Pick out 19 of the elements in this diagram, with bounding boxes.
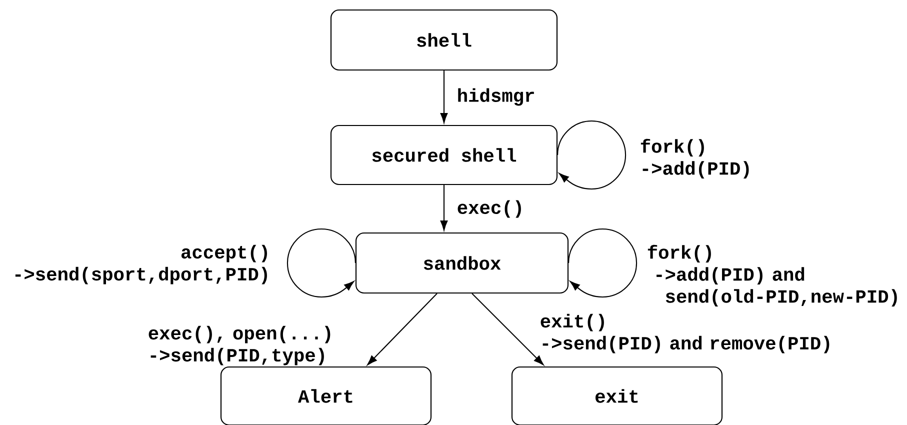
arrow [568,228,638,298]
arrow [440,70,448,124]
arrow [557,120,626,190]
edge-label: exit() ->send(PID) and remove(PID) [540,314,830,354]
arrow [472,293,544,366]
state-box: Alert [220,366,432,425]
arrow [286,228,356,298]
state-box: shell [330,9,558,71]
edge-label: exec(), open(...) ->send(PID,type) [148,326,330,366]
edge-label: fork() ->add(PID) [640,138,749,179]
edge-label: exec() [458,200,521,218]
state-box: secured shell [330,124,558,186]
edge-label: accept() ->send(sport,dport,PID) [15,244,267,284]
arrow [367,293,438,366]
edge-label: fork() ->add(PID) and send(old-PID,new-PID) [648,244,897,307]
arrow [440,185,448,231]
state-box: sandbox [355,232,569,294]
edge-label: hidsmgr [458,88,534,106]
state-box: exit [511,366,723,425]
